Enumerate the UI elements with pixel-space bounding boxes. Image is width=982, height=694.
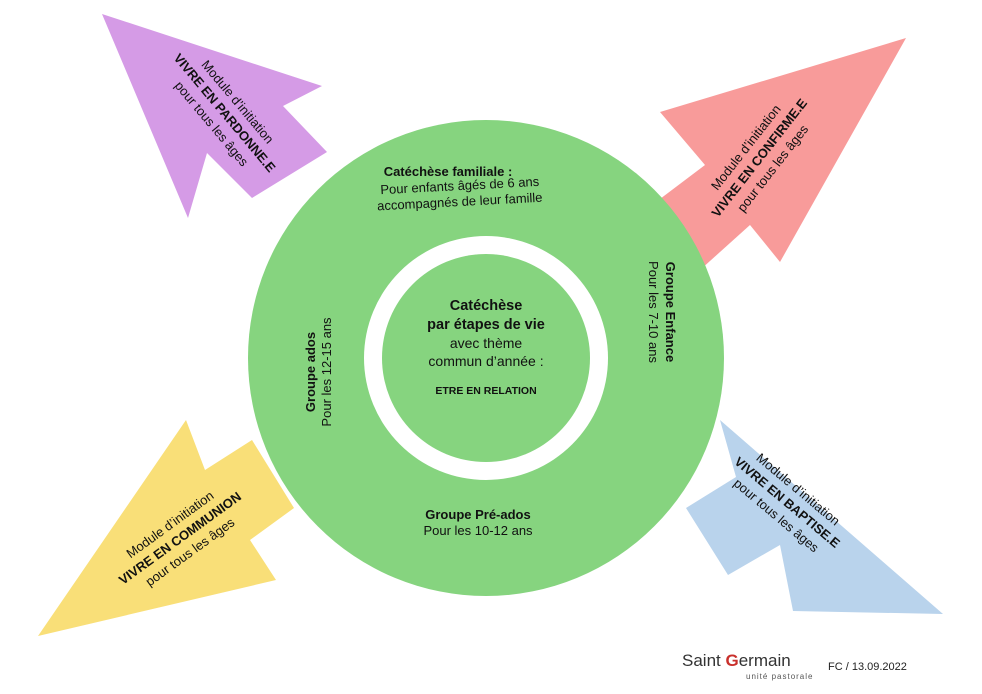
ring-left-line1: Pour les 12-15 ans (319, 317, 334, 427)
arrow-bottom-right-shape (686, 420, 943, 614)
center-title-line1: Catéchèse (450, 298, 523, 314)
ring-left-label: Groupe ados Pour les 12-15 ans (303, 317, 334, 427)
svg-text:Saint Germain: Saint Germain (682, 651, 791, 670)
ring-right-title: Groupe Enfance (663, 262, 678, 362)
arrow-top-left-shape (102, 14, 327, 218)
saint-germain-logo: Saint Germain unité pastorale (682, 651, 813, 681)
center-theme: ETRE EN RELATION (435, 385, 536, 397)
center-sub-line2: commun d’année : (428, 353, 543, 369)
arrow-top-right: Module d’initiation VIVRE EN CONFIRME.E … (656, 38, 906, 270)
logo-text-part1: Saint (682, 651, 725, 670)
arrow-top-left: Module d’initiation VIVRE EN PARDONNE.E … (102, 14, 327, 218)
ring-bottom-title: Groupe Pré-ados (425, 507, 530, 522)
logo-text-part2: ermain (739, 651, 791, 670)
ring-bottom-line1: Pour les 10-12 ans (423, 523, 533, 538)
arrow-bottom-left-shape (38, 420, 294, 636)
arrow-bottom-left: Module d’initiation VIVRE EN COMMUNION p… (38, 420, 294, 636)
ring-bottom-label: Groupe Pré-ados Pour les 10-12 ans (423, 507, 533, 538)
center-title-line2: par étapes de vie (427, 317, 545, 333)
arrow-bottom-right: Module d’initiation VIVRE EN BAPTISE.E p… (686, 420, 943, 614)
ring-right-label: Groupe Enfance Pour les 7-10 ans (646, 261, 678, 363)
footer-credit: FC / 13.09.2022 (828, 661, 907, 673)
center-sub-line1: avec thème (450, 335, 523, 351)
inner-circle (382, 254, 590, 462)
ring-left-title: Groupe ados (303, 332, 318, 412)
arrow-top-right-shape (656, 38, 906, 270)
center-text: Catéchèse par étapes de vie avec thème c… (427, 298, 545, 397)
logo-subtitle: unité pastorale (746, 672, 813, 681)
ring-right-line1: Pour les 7-10 ans (646, 261, 661, 363)
ring-top-title: Catéchèse familiale : (384, 164, 513, 179)
logo-initial: G (725, 651, 738, 670)
